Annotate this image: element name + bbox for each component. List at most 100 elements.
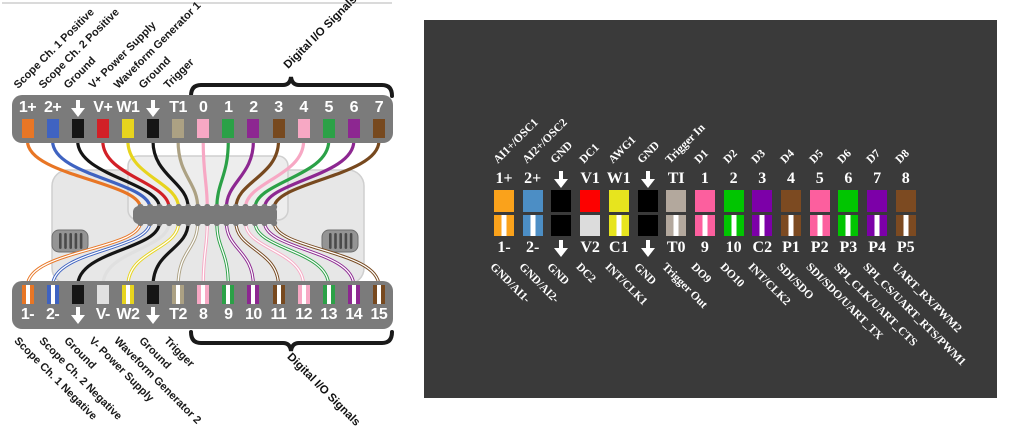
wire-bottom-stripe [51, 221, 151, 287]
wire-top [76, 139, 162, 210]
pin-cell: 9 [214, 285, 242, 324]
pin-color-swatch [222, 119, 235, 138]
signal-label: DC2 [573, 261, 598, 286]
pin-color-swatch [247, 285, 260, 304]
wire-bottom-stripe [235, 221, 280, 287]
swatch-stripe [501, 215, 507, 236]
wire-bottom-stripe [202, 221, 208, 287]
swatch-stripe [616, 215, 622, 236]
pin-color-swatch [867, 215, 888, 236]
swatch-stripe [301, 285, 306, 304]
foot-rib [69, 233, 72, 249]
pin-cell: W2 [114, 285, 142, 324]
swatch-stripe [845, 215, 851, 236]
arrow-stem [75, 100, 80, 108]
foot-rib [59, 233, 62, 249]
pin-label [139, 306, 167, 324]
swatch-stripe [251, 285, 256, 304]
pin-label: 14 [345, 306, 363, 323]
pin-color-swatch [21, 285, 34, 304]
pin-label: W2 [116, 306, 140, 323]
pin-label: T2 [169, 306, 187, 323]
wire-harness-drawing [2, 2, 394, 352]
swatch-stripe [759, 215, 765, 236]
pin-cell: V- [89, 285, 117, 324]
wire-top [224, 139, 255, 210]
pin-label: 9 [224, 306, 233, 323]
wire-top [126, 139, 181, 210]
pin-color-swatch [694, 215, 715, 236]
arrow-head [554, 179, 569, 189]
arrow-head [70, 315, 85, 324]
wire-top [101, 139, 171, 210]
pin-color-swatch [752, 215, 773, 236]
pin-cell: 15 [365, 285, 393, 324]
swatch-stripe [530, 215, 536, 236]
pin-cell [139, 285, 167, 324]
signal-label: D1 [692, 147, 711, 166]
pin-cell: 5 [315, 99, 343, 138]
pin-color-swatch [172, 285, 185, 304]
pin-label: 1- [20, 306, 35, 323]
wire-bottom-stripe [263, 221, 355, 287]
pin-color-swatch [522, 190, 543, 212]
pin-cell: 12 [290, 285, 318, 324]
pin-cell: 10 [239, 285, 267, 324]
pin-color-swatch [96, 285, 109, 304]
wire-bottom-stripe [26, 221, 142, 287]
pin-label: 1+ [18, 99, 37, 116]
pin-color-swatch [666, 215, 687, 236]
pin-cell: 13 [315, 285, 343, 324]
pin-label: 3 [758, 170, 767, 187]
pin-label [545, 239, 577, 258]
pin-color-swatch [809, 215, 830, 236]
pin-label: 8 [198, 306, 208, 323]
pin-label: V- [95, 306, 111, 323]
pin-color-swatch [551, 215, 572, 236]
swatch-stripe [226, 285, 231, 304]
arrow-head [554, 248, 569, 258]
wire-bottom-stripe [225, 221, 255, 287]
pin-label: 15 [370, 306, 388, 323]
pin-label: P5 [896, 239, 915, 256]
signal-label: D6 [835, 147, 855, 166]
pin-label: 3 [274, 99, 283, 116]
pin-color-swatch [372, 119, 385, 138]
ground-arrow-icon [554, 171, 569, 189]
wire-bottom [151, 220, 190, 288]
foot-rib [344, 233, 348, 249]
pin-color-swatch [46, 285, 59, 304]
pin-cell: 7 [365, 99, 393, 138]
arrow-head [640, 248, 655, 258]
pin-label: P3 [839, 239, 858, 256]
pin-color-swatch [895, 190, 916, 212]
pin-cell: 2+ [39, 99, 67, 138]
swatch-stripe [673, 215, 679, 236]
pin-label: P1 [782, 239, 800, 256]
wire-top [51, 139, 152, 210]
panel-top-line [2, 2, 392, 4]
swatch-stripe [125, 285, 130, 304]
pin-color-swatch [608, 190, 629, 212]
pin-color-swatch [347, 285, 360, 304]
signal-label: D2 [721, 147, 740, 166]
swatch-stripe [731, 215, 737, 236]
pin-color-swatch [21, 119, 34, 138]
wire-bottom [76, 220, 162, 288]
pin-label: 2+ [43, 99, 62, 116]
pin-color-swatch [71, 119, 84, 139]
signal-label: D8 [893, 147, 912, 166]
pin-cell: 2- [39, 285, 67, 324]
arrow-stem [151, 307, 155, 315]
pin-color-swatch [197, 285, 210, 304]
wire-top [25, 139, 143, 210]
swatch-stripe [326, 285, 331, 304]
ground-arrow-icon [554, 240, 569, 258]
pin-color-swatch [494, 190, 514, 212]
wire-bottom-stripe [244, 221, 305, 287]
arrow-stem [559, 171, 564, 180]
harness-connector [133, 206, 277, 224]
